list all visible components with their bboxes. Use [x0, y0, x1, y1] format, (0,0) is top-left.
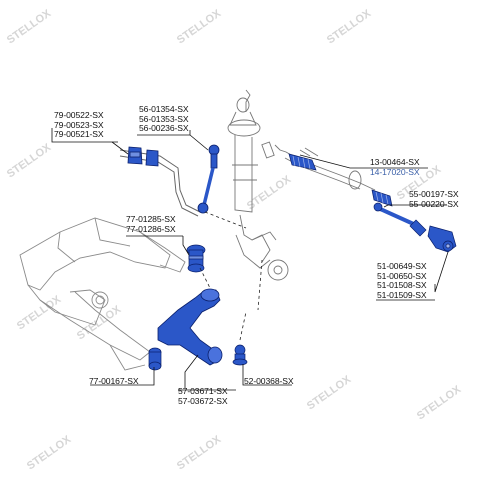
label-stabilizer-bushing: 79-00522-SX 79-00523-SX 79-00521-SX — [54, 110, 104, 140]
part-number-highlighted[interactable]: 14-17020-SX — [370, 166, 420, 177]
dashed-guides — [199, 211, 263, 341]
part-number: 56-01354-SX — [139, 104, 189, 114]
steering-rack-boot-part — [288, 153, 393, 207]
watermark-text: STELLOX — [75, 303, 124, 342]
part-number: 79-00523-SX — [54, 119, 104, 130]
part-number: 79-00522-SX — [54, 110, 104, 120]
part-number: 51-00649-SX — [377, 261, 427, 271]
subframe-mount-part — [186, 244, 206, 273]
watermark-text: STELLOX — [415, 383, 464, 422]
label-control-arm-bushing: 77-00167-SX — [89, 376, 139, 387]
label-tie-rod-end: 51-00649-SX 51-00650-SX 51-01508-SX 51-0… — [377, 261, 427, 300]
leader-lines — [51, 128, 449, 391]
part-number: 51-00650-SX — [377, 270, 427, 281]
stabilizer-bushing-part — [127, 146, 159, 167]
stabilizer-link-part — [197, 144, 220, 214]
watermark-text: STELLOX — [175, 7, 224, 46]
part-number: 56-00236-SX — [139, 123, 189, 134]
tie-rod-end-part — [427, 225, 457, 253]
control-arm-part — [157, 288, 223, 366]
part-number: 56-01353-SX — [139, 113, 189, 124]
part-number: 77-00167-SX — [89, 376, 139, 386]
part-number: 52-00368-SX — [244, 376, 294, 386]
watermark-layer: STELLOX STELLOX STELLOX STELLOX STELLOX … — [5, 7, 464, 472]
watermark-text: STELLOX — [25, 433, 74, 472]
label-control-arm: 57-03671-SX 57-03672-SX — [178, 386, 228, 406]
watermark-text: STELLOX — [175, 433, 224, 472]
part-number: 55-00220-SX — [409, 198, 459, 209]
part-number: 77-01285-SX — [126, 214, 176, 224]
part-number: 77-01286-SX — [126, 223, 176, 234]
ball-joint-part — [232, 344, 248, 366]
watermark-text: STELLOX — [5, 141, 54, 180]
label-ball-joint: 52-00368-SX — [244, 376, 294, 387]
part-number: 51-01509-SX — [377, 289, 427, 300]
part-number: 57-03671-SX — [178, 386, 228, 396]
part-number: 51-01508-SX — [377, 280, 427, 291]
watermark-text: STELLOX — [305, 373, 354, 412]
label-tie-rod: 55-00197-SX 55-00220-SX — [409, 189, 459, 209]
watermark-text: STELLOX — [5, 7, 54, 46]
strut-drawing — [227, 89, 289, 281]
subframe-drawing — [19, 217, 186, 371]
label-stabilizer-link: 56-01354-SX 56-01353-SX 56-00236-SX — [139, 104, 189, 134]
tie-rod-part — [373, 202, 427, 237]
part-number: 55-00197-SX — [409, 189, 459, 199]
part-number: 79-00521-SX — [54, 129, 104, 140]
label-subframe-mount: 77-01285-SX 77-01286-SX — [126, 214, 176, 234]
part-number: 13-00464-SX — [370, 157, 420, 167]
part-number: 57-03672-SX — [178, 395, 228, 406]
label-steering-rack: 13-00464-SX 14-17020-SX — [370, 157, 420, 177]
watermark-text: STELLOX — [325, 7, 374, 46]
control-arm-bushing-part — [148, 347, 162, 371]
